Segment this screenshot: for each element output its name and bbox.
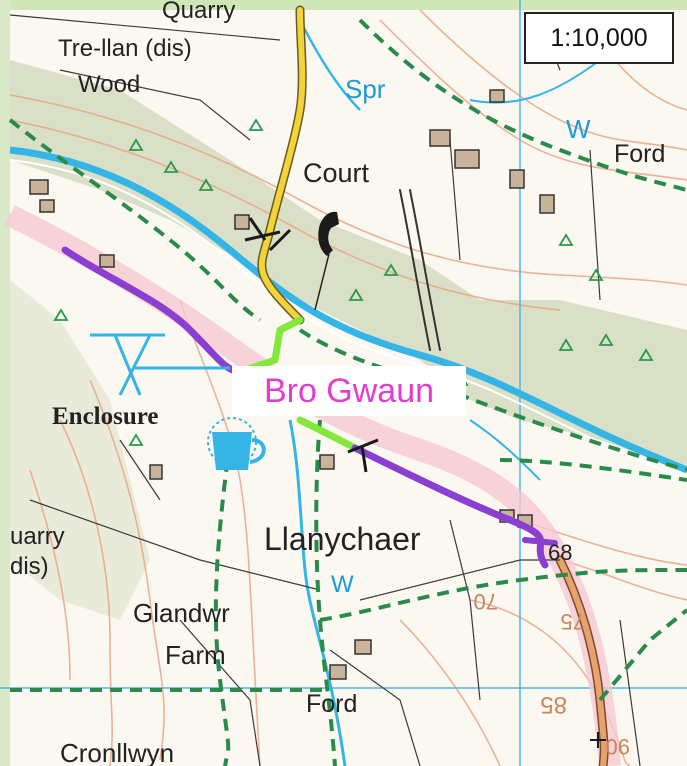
map-top-border bbox=[0, 0, 687, 10]
telephone-icon bbox=[314, 211, 339, 311]
buildings bbox=[29, 89, 555, 680]
label-llanychaer: Llanychaer bbox=[264, 521, 421, 557]
label-contour-90: 90 bbox=[606, 734, 630, 759]
route-line bbox=[61, 246, 558, 569]
label-tre-llan: Tre-llan (dis) bbox=[58, 35, 192, 62]
parking-icon bbox=[90, 333, 230, 396]
label-contour-70: 70 bbox=[474, 589, 498, 614]
church-icon bbox=[347, 438, 379, 473]
label-contour-85: 85 bbox=[540, 691, 567, 718]
label-enclosure: Enclosure bbox=[52, 403, 159, 430]
label-glandwr: Glandwr bbox=[133, 598, 230, 628]
battlefield-icon bbox=[244, 217, 292, 252]
label-ford-bottom: Ford bbox=[306, 690, 357, 718]
label-ford-top: Ford bbox=[614, 140, 665, 168]
label-w-mid: W bbox=[331, 571, 354, 598]
label-quarry-left: uarry bbox=[10, 523, 65, 550]
label-dis-left: dis) bbox=[10, 553, 49, 580]
label-quarry-top: Quarry bbox=[162, 0, 235, 24]
river-gwaun bbox=[9, 19, 687, 766]
scale-label: 1:10,000 bbox=[524, 12, 674, 64]
picnic-site-icon bbox=[207, 417, 266, 470]
label-wood: Wood bbox=[78, 71, 140, 98]
woodland-areas bbox=[10, 60, 687, 620]
label-spr: Spr bbox=[345, 74, 386, 104]
roads bbox=[257, 5, 609, 766]
rights-of-way bbox=[8, 18, 687, 766]
map-left-border bbox=[0, 0, 10, 766]
place-label: Bro Gwaun bbox=[232, 366, 466, 416]
spot-marker-icon bbox=[590, 732, 606, 748]
label-court: Court bbox=[303, 158, 370, 188]
label-w-top: W bbox=[566, 114, 591, 144]
label-farm: Farm bbox=[165, 640, 226, 670]
label-cronllwyn: Cronllwyn bbox=[60, 738, 174, 766]
label-spot-68: 68 bbox=[548, 540, 572, 565]
label-contour-75: 75 bbox=[561, 609, 585, 634]
